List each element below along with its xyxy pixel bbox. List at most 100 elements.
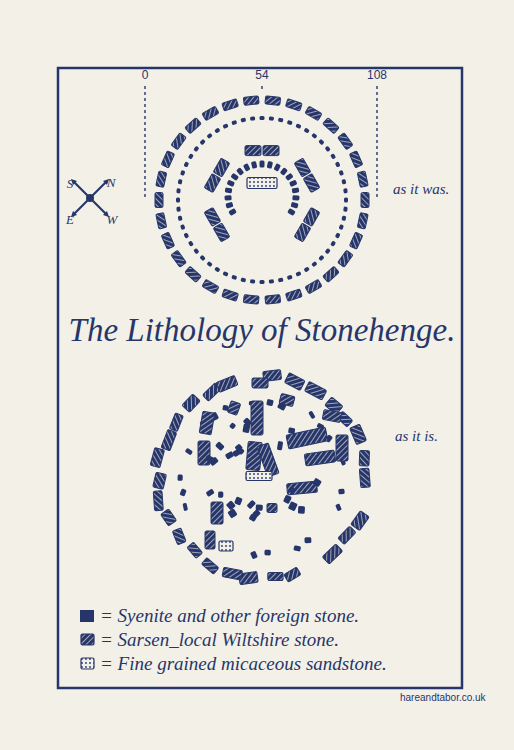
fallen-sarsen [211,502,223,524]
sarsen-circle-stone [285,99,302,111]
sarsen-circle-stone [156,171,167,187]
bluestone-circle-stone [269,279,274,284]
sarsen-circle-stone [359,468,370,488]
legend-swatch [80,610,94,622]
bluestone-circle-stone [199,139,205,145]
bluestone-circle-stone [180,224,185,230]
sarsen-circle-stone [305,106,322,120]
bluestone-circle-stone [287,275,293,280]
bluestone-circle-stone [214,128,220,134]
bluestone-circle-stone [250,551,258,560]
bluestone-circle-stone [240,277,246,282]
legend-sample [80,657,96,671]
bluestone-circle-stone [343,206,348,211]
compass-rose [71,179,109,217]
fallen-sarsen [322,410,341,423]
bluestone-remnant [312,478,322,488]
bluestone-remnant [298,506,305,514]
altar-stone-remnant [219,541,233,551]
sarsen-circle-stone [305,279,322,293]
sarsen-circle-stone [243,96,259,106]
sarsen-circle-stone [304,381,326,400]
bluestone-horseshoe-stone [285,173,294,181]
sarsen-circle-stone [171,250,186,267]
bluestone-remnant [243,417,253,427]
legend-text: = Syenite and other foreign stone. [100,606,359,627]
bluestone-remnant [226,500,236,510]
bluestone-circle-stone [311,261,317,267]
sarsen-circle-stone [243,295,259,305]
sarsen-circle-stone [357,171,368,187]
legend-row: = Sarsen_local Wiltshire stone. [80,630,339,651]
sarsen-circle-stone [284,567,301,582]
legend-sample-shape [81,634,94,645]
bluestone-circle-stone [183,503,189,511]
bluestone-remnant [277,441,283,451]
bluestone-circle-stone [193,146,199,152]
sarsen-circle-stone [350,424,367,445]
bluestone-circle-stone [295,271,301,277]
bluestone-circle-stone [293,545,301,552]
trilithon-upright [245,146,261,156]
sarsen-circle-stone [359,450,369,466]
bluestone-remnant [283,495,292,505]
sarsen-circle-stone [361,193,369,208]
bluestone-horseshoe-stone [225,187,233,193]
sarsen-circle-stone [222,567,242,580]
bluestone-horseshoe-stone [236,167,244,176]
bluestone-remnant [218,492,223,498]
bluestone-circle-stone [176,206,181,211]
fallen-sarsen [252,378,268,388]
sarsen-circle-stone [222,289,239,301]
sarsen-circle-stone [202,106,219,120]
bluestone-remnant [288,486,297,495]
fallen-sarsen [251,401,263,435]
fallen-sarsen [227,401,241,416]
trilithon-upright [263,146,279,156]
altar-stone [247,178,277,189]
bluestone-circle-stone [325,248,331,254]
sarsen-circle-stone [155,193,163,208]
plan-as-it-was [155,96,369,304]
sarsen-circle-stone [201,558,218,575]
sarsen-circle-stone [153,472,167,489]
sarsen-circle-stone [322,544,342,564]
sarsen-circle-stone [338,526,356,544]
legend-sample-shape [81,658,94,669]
bluestone-horseshoe-stone [251,161,257,169]
bluestone-circle-stone [335,503,342,511]
sarsen-circle-stone [349,232,362,249]
sarsen-circle-stone [150,448,164,468]
bluestone-circle-stone [335,232,341,238]
bluestone-horseshoe-stone [225,202,233,209]
sarsen-circle-stone [323,266,340,282]
bluestone-circle-stone [177,475,182,481]
watermark: hareandtabor.co.uk [400,692,486,703]
bluestone-circle-stone [206,133,212,139]
sarsen-circle-stone [153,491,163,511]
bluestone-circle-stone [193,248,199,254]
sarsen-circle-stone [216,375,238,392]
trilithon-upright [294,158,311,177]
bluestone-circle-stone [206,261,212,267]
trilithon-upright [303,174,320,193]
bluestone-circle-stone [250,279,255,284]
trilithon-upright [213,158,230,177]
bluestone-horseshoe-stone [292,195,299,200]
bluestone-circle-stone [335,161,341,167]
bluestone-circle-stone [343,188,348,193]
bluestone-remnant [288,427,295,434]
sarsen-circle-stone [338,133,353,150]
bluestone-remnant [247,500,257,510]
fallen-sarsen [286,427,328,449]
bluestone-circle-stone [176,198,180,203]
bluestone-circle-stone [266,399,274,407]
sarsen-circle-stone [284,373,305,391]
fallen-sarsen [336,435,348,461]
sarsen-circle-stone [171,133,186,150]
legend-text: = Sarsen_local Wiltshire stone. [100,630,339,651]
bluestone-circle-stone [308,411,315,420]
bluestone-circle-stone [179,488,186,496]
scale-number: 0 [142,69,149,82]
bluestone-horseshoe-stone [292,187,300,193]
